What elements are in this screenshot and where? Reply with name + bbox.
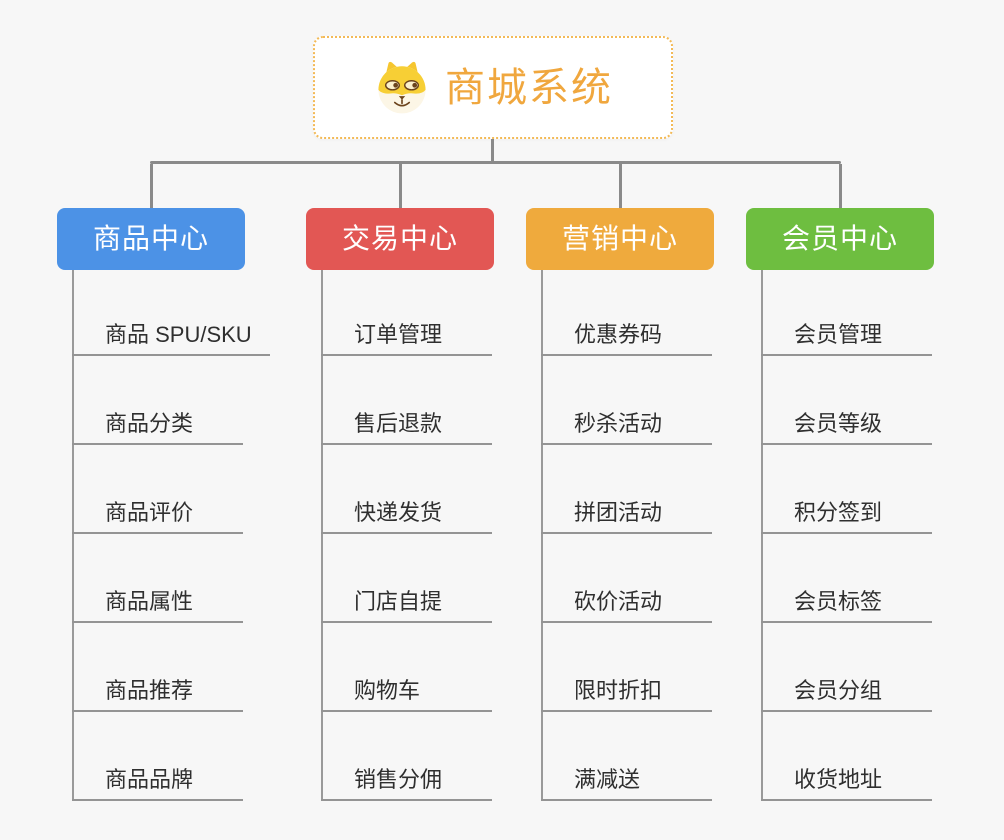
root-title: 商城系统 [445, 65, 613, 110]
branch-node-trade-center[interactable]: 交易中心 [306, 208, 494, 270]
doge-icon [373, 59, 431, 117]
branch-children-member-center: 会员管理 会员等级 积分签到 会员标签 会员分组 收货地址 [761, 270, 932, 801]
child-node[interactable]: 秒杀活动 [541, 411, 712, 445]
connector-horizontal-bar [150, 161, 841, 164]
root-node[interactable]: 商城系统 [313, 36, 673, 139]
child-node[interactable]: 会员管理 [761, 322, 932, 356]
child-node[interactable]: 售后退款 [321, 411, 492, 445]
branch-children-trade-center: 订单管理 售后退款 快递发货 门店自提 购物车 销售分佣 [321, 270, 492, 801]
connector-child-trunk [72, 270, 74, 801]
child-node[interactable]: 限时折扣 [541, 678, 712, 712]
connector-branch-stub [619, 164, 622, 208]
child-node[interactable]: 商品 SPU/SKU [72, 322, 270, 356]
child-node[interactable]: 拼团活动 [541, 500, 712, 534]
branch-children-product-center: 商品 SPU/SKU 商品分类 商品评价 商品属性 商品推荐 商品品牌 [72, 270, 270, 801]
connector-branch-stub [399, 164, 402, 208]
branch-node-product-center[interactable]: 商品中心 [57, 208, 245, 270]
connector-child-trunk [321, 270, 323, 801]
child-node[interactable]: 商品分类 [72, 411, 243, 445]
child-node[interactable]: 优惠券码 [541, 322, 712, 356]
child-node[interactable]: 销售分佣 [321, 767, 492, 801]
connector-branch-stub [839, 164, 842, 208]
child-node[interactable]: 会员标签 [761, 589, 932, 623]
child-node[interactable]: 订单管理 [321, 322, 492, 356]
branch-children-marketing-center: 优惠券码 秒杀活动 拼团活动 砍价活动 限时折扣 满减送 [541, 270, 712, 801]
connector-child-trunk [761, 270, 763, 801]
child-node[interactable]: 满减送 [541, 767, 712, 801]
child-node[interactable]: 商品推荐 [72, 678, 243, 712]
child-node[interactable]: 积分签到 [761, 500, 932, 534]
connector-branch-stub [150, 164, 153, 208]
child-node[interactable]: 收货地址 [761, 767, 932, 801]
child-node[interactable]: 购物车 [321, 678, 492, 712]
connector-root-stub [491, 139, 494, 162]
child-node[interactable]: 商品属性 [72, 589, 243, 623]
child-node[interactable]: 商品评价 [72, 500, 243, 534]
child-node[interactable]: 门店自提 [321, 589, 492, 623]
branch-node-member-center[interactable]: 会员中心 [746, 208, 934, 270]
branch-node-marketing-center[interactable]: 营销中心 [526, 208, 714, 270]
child-node[interactable]: 会员等级 [761, 411, 932, 445]
connector-child-trunk [541, 270, 543, 801]
child-node[interactable]: 商品品牌 [72, 767, 243, 801]
child-node[interactable]: 砍价活动 [541, 589, 712, 623]
child-node[interactable]: 会员分组 [761, 678, 932, 712]
child-node[interactable]: 快递发货 [321, 500, 492, 534]
